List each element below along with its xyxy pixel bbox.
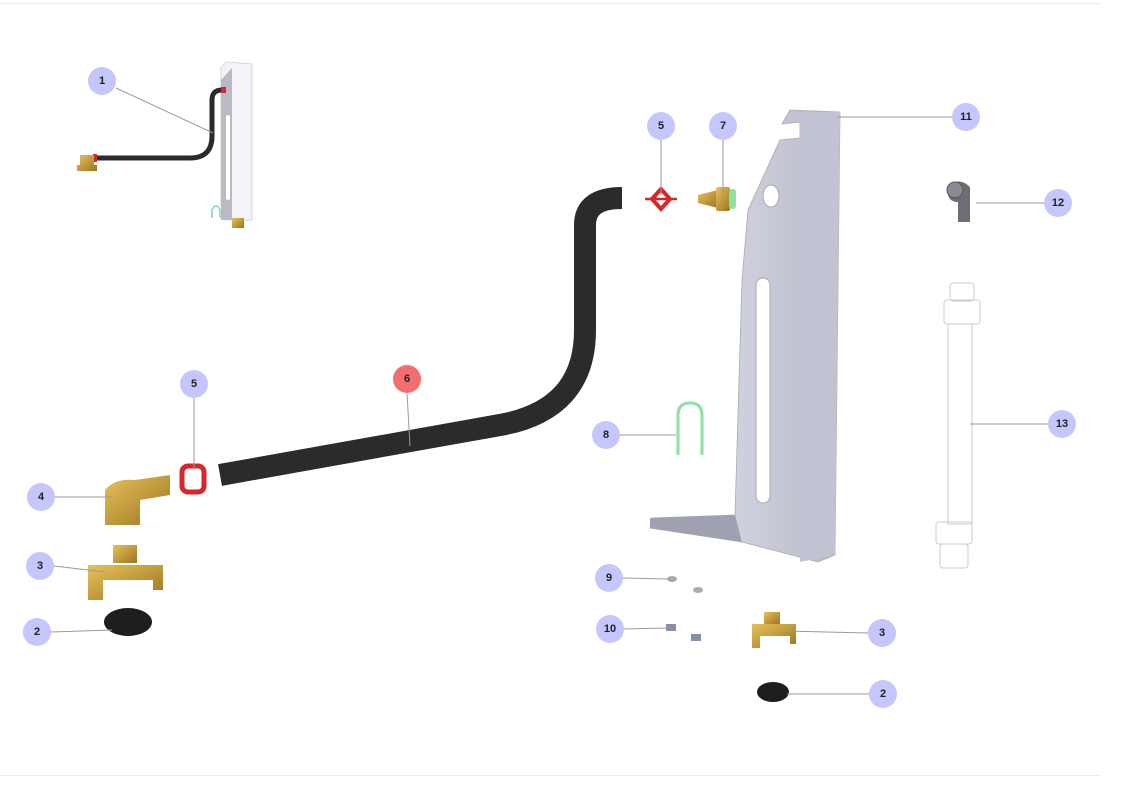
hose-clamp-part[interactable] bbox=[179, 463, 207, 495]
callout-12[interactable]: 12 bbox=[1044, 189, 1072, 217]
hose-barb-part[interactable] bbox=[698, 187, 736, 211]
callout-5-left[interactable]: 5 bbox=[180, 370, 208, 398]
nut-part[interactable] bbox=[691, 634, 701, 641]
svg-text:4: 4 bbox=[38, 491, 45, 503]
leader-lines bbox=[50, 87, 1048, 695]
gasket-part[interactable] bbox=[757, 682, 789, 702]
callout-6-active[interactable]: 6 bbox=[393, 365, 421, 393]
svg-text:7: 7 bbox=[720, 120, 726, 132]
callout-3-right[interactable]: 3 bbox=[868, 619, 896, 647]
hose-part[interactable] bbox=[218, 187, 623, 486]
top-divider bbox=[0, 3, 1100, 4]
svg-text:10: 10 bbox=[604, 623, 616, 635]
svg-text:8: 8 bbox=[603, 429, 609, 441]
svg-text:6: 6 bbox=[404, 373, 410, 385]
sight-tube-part[interactable] bbox=[935, 282, 981, 569]
svg-text:9: 9 bbox=[606, 572, 612, 584]
washer-part[interactable] bbox=[693, 587, 703, 593]
callout-13[interactable]: 13 bbox=[1048, 410, 1076, 438]
hose-clamp-part[interactable] bbox=[645, 186, 677, 212]
gasket-part[interactable] bbox=[104, 608, 152, 636]
callout-2-left[interactable]: 2 bbox=[23, 618, 51, 646]
svg-text:3: 3 bbox=[879, 627, 885, 639]
quick-coupling-part[interactable] bbox=[752, 612, 796, 648]
callout-8[interactable]: 8 bbox=[592, 421, 620, 449]
callout-4[interactable]: 4 bbox=[27, 483, 55, 511]
assembly-thumbnail bbox=[77, 61, 253, 228]
quick-coupling-part[interactable] bbox=[88, 545, 163, 600]
callout-9[interactable]: 9 bbox=[595, 564, 623, 592]
brass-elbow-part[interactable] bbox=[105, 475, 170, 525]
svg-text:2: 2 bbox=[880, 688, 886, 700]
u-bolt-part[interactable] bbox=[676, 401, 704, 455]
callout-7[interactable]: 7 bbox=[709, 112, 737, 140]
svg-text:13: 13 bbox=[1056, 418, 1068, 430]
nut-part[interactable] bbox=[666, 624, 676, 631]
svg-text:5: 5 bbox=[191, 378, 197, 390]
washer-part[interactable] bbox=[667, 576, 677, 582]
svg-text:12: 12 bbox=[1052, 197, 1064, 209]
svg-text:11: 11 bbox=[960, 111, 972, 123]
callout-1[interactable]: 1 bbox=[88, 67, 116, 95]
callout-10[interactable]: 10 bbox=[596, 615, 624, 643]
mounting-bracket-part[interactable] bbox=[649, 109, 841, 563]
callout-2-right[interactable]: 2 bbox=[869, 680, 897, 708]
svg-text:1: 1 bbox=[99, 75, 105, 87]
bottom-divider bbox=[0, 775, 1100, 776]
svg-text:3: 3 bbox=[37, 560, 43, 572]
callout-3-left[interactable]: 3 bbox=[26, 552, 54, 580]
svg-text:5: 5 bbox=[658, 120, 664, 132]
svg-text:2: 2 bbox=[34, 626, 40, 638]
callout-11[interactable]: 11 bbox=[952, 103, 980, 131]
callout-5-top[interactable]: 5 bbox=[647, 112, 675, 140]
elbow-fitting-part[interactable] bbox=[946, 181, 970, 222]
